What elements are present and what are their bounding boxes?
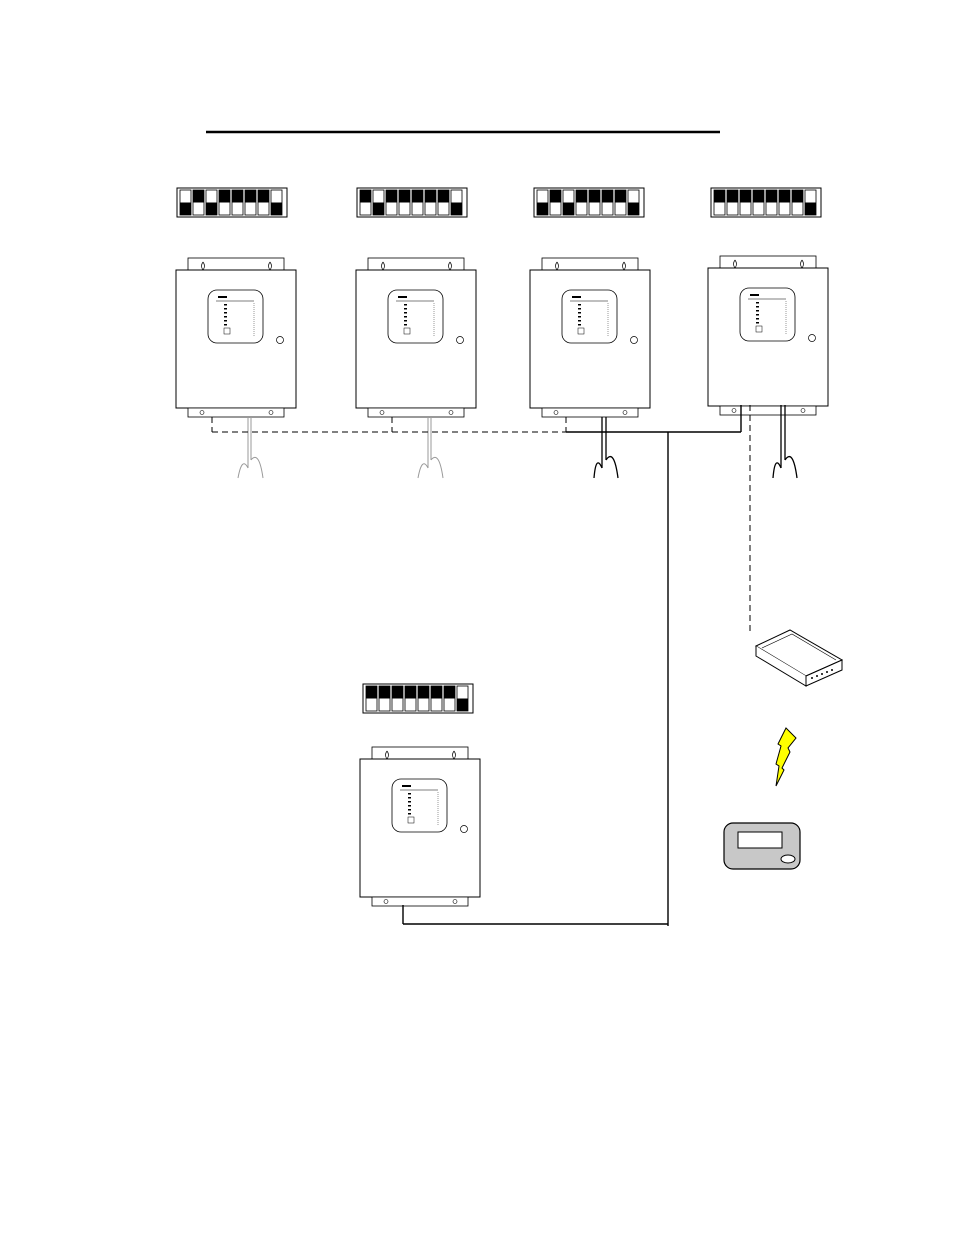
dip-switch-toggle-off bbox=[373, 203, 384, 216]
dip-switch-toggle-off bbox=[271, 203, 282, 216]
dip-switch-panel-4 bbox=[711, 188, 821, 217]
dip-switch-panel-2 bbox=[357, 188, 467, 217]
dip-switch-toggle-on bbox=[431, 686, 442, 699]
dip-switch-toggle-off bbox=[628, 203, 639, 216]
dip-switch-toggle-on bbox=[753, 190, 764, 203]
dip-switch-toggle-on bbox=[602, 190, 613, 203]
control-panel-icon bbox=[356, 258, 476, 417]
dip-switch-toggle-on bbox=[425, 190, 436, 203]
dip-switch-toggle-on bbox=[379, 686, 390, 699]
dip-switch-toggle-on bbox=[193, 190, 204, 203]
dip-switch-toggle-on bbox=[392, 686, 403, 699]
dip-switch-toggle-on bbox=[615, 190, 626, 203]
dip-switch-toggle-on bbox=[779, 190, 790, 203]
dip-switch-toggle-on bbox=[589, 190, 600, 203]
dip-switch-toggle-on bbox=[360, 190, 371, 203]
dip-switch-toggle-on bbox=[550, 190, 561, 203]
modem-icon bbox=[756, 630, 842, 686]
dip-switch-toggle-on bbox=[714, 190, 725, 203]
dip-switch-toggle-on bbox=[405, 686, 416, 699]
dip-switch-panel-1 bbox=[177, 188, 287, 217]
dip-switch-toggle-on bbox=[412, 190, 423, 203]
dip-switch-toggle-on bbox=[219, 190, 230, 203]
dip-switch-toggle-off bbox=[451, 203, 462, 216]
dip-switch-toggle-on bbox=[740, 190, 751, 203]
pager-icon bbox=[724, 823, 800, 869]
dip-switch-toggle-on bbox=[366, 686, 377, 699]
dip-switch-toggle-off bbox=[563, 203, 574, 216]
dip-switch-toggle-off bbox=[180, 203, 191, 216]
dip-switch-toggle-on bbox=[727, 190, 738, 203]
dip-switch-toggle-off bbox=[206, 203, 217, 216]
dip-switch-toggle-off bbox=[805, 203, 816, 216]
dip-switch-toggle-on bbox=[438, 190, 449, 203]
dip-switch-panel-3 bbox=[534, 188, 644, 217]
lightning-icon bbox=[776, 728, 796, 786]
dip-switch-toggle-on bbox=[576, 190, 587, 203]
dashed-network-bus bbox=[212, 405, 750, 635]
dip-switch-toggle-on bbox=[418, 686, 429, 699]
control-panel-icon bbox=[708, 256, 828, 415]
dip-switch-toggle-on bbox=[232, 190, 243, 203]
wire-bundle bbox=[238, 417, 443, 478]
control-panel-icon bbox=[530, 258, 650, 417]
dip-switch-toggle-on bbox=[258, 190, 269, 203]
dip-switch-toggle-off bbox=[457, 699, 468, 712]
control-panel-icon bbox=[360, 747, 480, 906]
dip-switch-toggle-on bbox=[245, 190, 256, 203]
dip-switch-toggle-on bbox=[792, 190, 803, 203]
dip-switch-toggle-on bbox=[444, 686, 455, 699]
dip-switch-toggle-off bbox=[537, 203, 548, 216]
control-panel-icon bbox=[176, 258, 296, 417]
dip-switch-toggle-on bbox=[386, 190, 397, 203]
dip-switch-panel-5 bbox=[363, 684, 473, 713]
dip-switch-toggle-on bbox=[766, 190, 777, 203]
dip-switch-toggle-on bbox=[399, 190, 410, 203]
